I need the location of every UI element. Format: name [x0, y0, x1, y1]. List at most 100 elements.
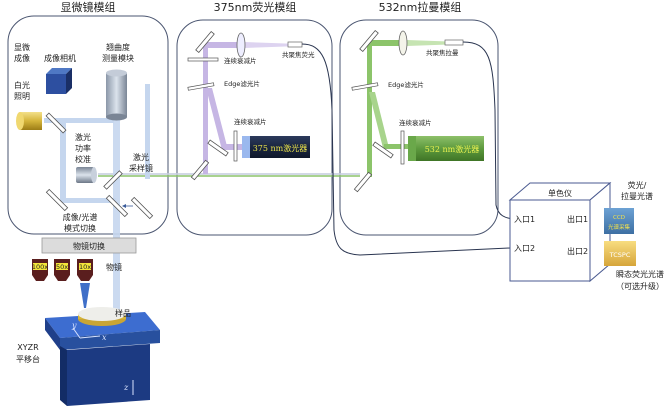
raman-module-frame	[339, 19, 499, 236]
sampling-mirror-icon	[103, 170, 123, 190]
microscope-module-title: 显微镜模组	[61, 0, 116, 14]
mode-switch-arrowhead-icon	[122, 204, 126, 208]
curvature-label-line1: 翘曲度	[106, 42, 130, 52]
beam-splitter-icon	[45, 112, 67, 134]
ccd-detector[interactable]: CCD 光谱采集	[604, 208, 634, 234]
green-beam-diagonal	[369, 92, 389, 148]
uv-attenuator-bottom-icon	[233, 130, 238, 162]
spectrum-label-line1: 荧光/	[628, 180, 647, 190]
uv-edge-filter-label: Edge滤光片	[224, 79, 260, 88]
objective-switch-bar[interactable]	[41, 237, 137, 254]
objective-100x[interactable]: 100x	[32, 259, 48, 281]
sampling-mirror-label-line2: 采样镜	[129, 163, 153, 173]
green-beam-from-laser	[384, 144, 410, 149]
mode-switch-mirror-left-icon	[45, 188, 69, 212]
exit-1-label: 出口1	[567, 214, 588, 224]
imaging-beam-vertical	[60, 118, 66, 203]
uv-laser-375nm[interactable]: 375 nm激光器	[242, 136, 310, 158]
objective-50x[interactable]: 50x	[54, 259, 70, 281]
objective-10x[interactable]: 10x	[77, 259, 93, 281]
monochromator[interactable]	[508, 181, 612, 283]
mode-switch-label-line2: 模式切换	[64, 223, 96, 233]
sampling-mirror-label-line1: 激光	[133, 152, 149, 162]
green-laser-532nm[interactable]: 532 nm激光器	[408, 136, 484, 161]
raman-edge-filter-label: Edge滤光片	[388, 80, 424, 89]
objective-switch-label: 物镜切换	[73, 241, 105, 251]
mode-switch-label-line1: 成像/光谱	[63, 212, 98, 222]
green-beam-top	[367, 40, 407, 46]
curvature-label-line2: 测量模块	[102, 53, 134, 63]
green-bottom-mirror-icon	[353, 171, 373, 193]
uv-top-mirror-icon	[195, 30, 215, 54]
entrance-1-label: 入口1	[514, 215, 535, 224]
raman-attenuator-icon	[400, 130, 405, 165]
tcspc-label: TCSPC	[609, 251, 631, 259]
ccd-label-line1: CCD	[613, 215, 625, 221]
exit-2-label: 出口2	[567, 246, 588, 256]
uv-edge-filter-icon	[187, 82, 215, 91]
imaging-label-line2: 成像	[14, 53, 30, 63]
spectrum-label-line2: 拉曼光谱	[621, 191, 653, 201]
uv-fiber-cable	[301, 43, 518, 256]
uv-confocal-label: 共聚焦荧光	[282, 50, 315, 59]
objective-100x-label: 100x	[32, 263, 48, 271]
power-cal-label-line2: 功率	[75, 143, 91, 153]
green-dichroic-icon	[372, 141, 394, 159]
uv-dichroic-icon	[207, 139, 229, 157]
raman-module-title: 532nm拉曼模组	[379, 0, 462, 14]
raman-attenuator-label: 连续衰减片	[399, 118, 432, 127]
axis-z-label: z	[123, 383, 129, 392]
white-light-label-line2: 照明	[14, 92, 30, 101]
ccd-label-line2: 光谱采集	[608, 223, 631, 231]
imaging-beam-horizontal	[60, 198, 116, 203]
uv-beam-diagonal	[206, 88, 228, 150]
tcspc-detector[interactable]: TCSPC	[604, 241, 636, 266]
entrance-2-label: 入口2	[514, 244, 535, 253]
camera-label: 成像相机	[44, 53, 76, 63]
imaging-camera-icon	[46, 68, 72, 94]
xyzr-stage[interactable]	[45, 312, 160, 406]
green-laser-label: 532 nm激光器	[425, 144, 480, 154]
transient-label-line1: 瞬态荧光光谱	[616, 269, 664, 279]
uv-focus-lens-icon	[236, 32, 246, 58]
mode-switch-mirror-center-icon	[105, 194, 129, 218]
curvature-module-icon	[106, 69, 127, 121]
microscope-module-frame	[7, 15, 169, 235]
sample-label: 样品	[115, 308, 131, 318]
monochromator-title: 单色仪	[548, 188, 572, 198]
white-light-label-line1: 白光	[14, 80, 30, 90]
focus-beam-cone	[80, 283, 90, 308]
microscope-vertical-beam	[113, 95, 120, 350]
fluorescence-module-title: 375nm荧光模组	[214, 0, 297, 14]
green-beam-vertical	[367, 42, 372, 177]
uv-beam-top	[202, 42, 244, 48]
sample-disc	[78, 307, 126, 326]
power-cal-label-line3: 校准	[75, 154, 91, 164]
curvature-beam	[145, 84, 150, 179]
stage-axes-icon	[72, 327, 134, 395]
mode-switch-mirror-right-icon	[130, 196, 154, 220]
raman-fiber-cable	[462, 41, 519, 220]
uv-laser-label: 375 nm激光器	[253, 143, 308, 153]
stage-label-line2: 平移台	[16, 354, 40, 364]
axis-x-label: x	[102, 333, 107, 342]
uv-attenuator-bottom-label: 连续衰减片	[234, 117, 267, 126]
objective-label: 物镜	[106, 262, 122, 272]
white-light-beam	[44, 118, 114, 123]
uv-beam-vertical	[203, 44, 208, 174]
uv-fiber-coupler-icon	[287, 41, 303, 48]
green-edge-filter-icon	[351, 82, 379, 91]
objective-10x-label: 10x	[79, 263, 91, 271]
power-meter-icon	[76, 167, 97, 183]
green-focus-lens-icon	[398, 30, 408, 56]
axis-y-label: y	[71, 321, 77, 330]
objective-50x-label: 50x	[56, 263, 68, 271]
uv-beam-from-laser	[222, 144, 242, 150]
transient-label-line2: （可选升级）	[616, 281, 664, 291]
uv-bottom-mirror-icon	[190, 159, 210, 181]
white-light-source-icon	[16, 112, 42, 130]
green-top-mirror-icon	[359, 29, 379, 53]
uv-attenuator-top-label: 连续衰减片	[224, 56, 257, 65]
green-fiber-coupler-icon	[444, 39, 464, 46]
